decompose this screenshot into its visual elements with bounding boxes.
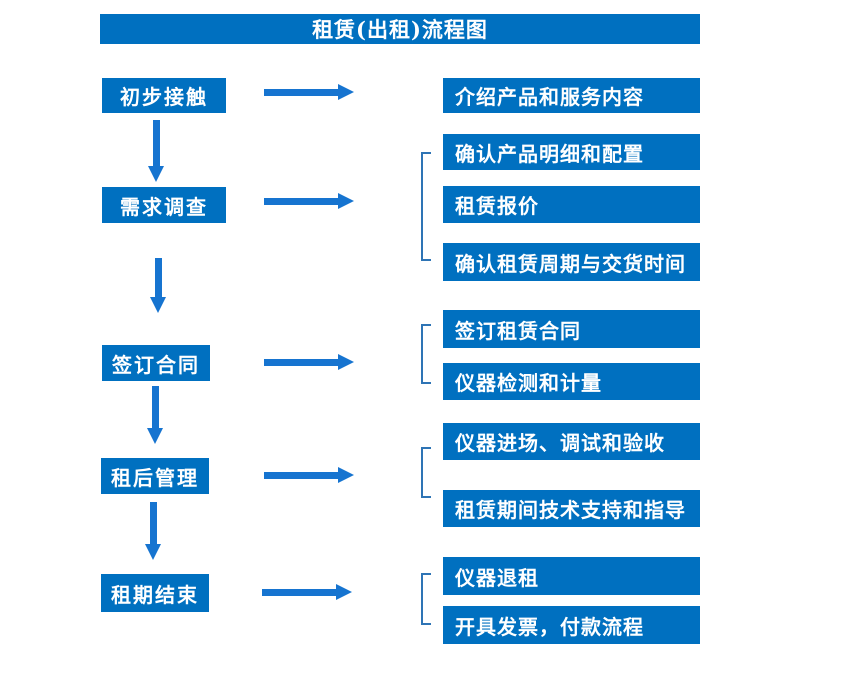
arrow-right-icon: [264, 193, 354, 210]
diagram-title: 租赁(出租)流程图: [312, 17, 488, 42]
arrow-head: [338, 193, 354, 209]
output-box-instrument-inspection: 仪器检测和计量: [443, 363, 700, 400]
stage-box-sign-contract: 签订合同: [102, 345, 210, 381]
arrow-right-icon: [264, 354, 354, 371]
output-label: 确认租赁周期与交货时间: [455, 251, 686, 276]
output-label: 租赁报价: [455, 194, 539, 218]
arrow-shaft: [264, 472, 340, 479]
output-box-confirm-details: 确认产品明细和配置: [443, 134, 700, 170]
arrow-head: [148, 166, 164, 182]
arrow-shaft: [264, 89, 340, 96]
stage-box-demand-survey: 需求调查: [102, 187, 226, 223]
arrow-shaft: [152, 386, 159, 429]
output-label: 租赁期间技术支持和指导: [455, 498, 686, 522]
arrow-down-icon: [148, 120, 165, 182]
stage-box-rental-end: 租期结束: [101, 574, 209, 612]
group-bracket-demand-survey: [421, 152, 431, 261]
stage-label: 租期结束: [111, 582, 199, 607]
output-label: 介绍产品和服务内容: [455, 85, 644, 109]
arrow-down-icon: [145, 502, 162, 560]
arrow-shaft: [264, 359, 340, 366]
output-box-rental-quote: 租赁报价: [443, 186, 700, 223]
arrow-down-icon: [147, 386, 164, 444]
output-box-instrument-return: 仪器退租: [443, 557, 700, 595]
output-box-invoice-payment: 开具发票，付款流程: [443, 606, 700, 644]
group-bracket-sign-contract: [421, 324, 431, 384]
group-bracket-post-rental: [421, 447, 431, 498]
output-box-confirm-period-delivery: 确认租赁周期与交货时间: [443, 243, 700, 281]
stage-label: 租后管理: [111, 465, 199, 490]
output-label: 仪器退租: [455, 565, 539, 590]
arrow-right-icon: [264, 84, 354, 101]
arrow-right-icon: [264, 467, 354, 484]
arrow-shaft: [262, 589, 338, 596]
stage-label: 初步接触: [120, 85, 208, 109]
group-bracket-rental-end: [421, 573, 431, 625]
output-label: 仪器检测和计量: [455, 371, 602, 395]
arrow-shaft: [153, 120, 160, 167]
arrow-head: [338, 467, 354, 483]
arrow-shaft: [155, 258, 162, 298]
output-box-tech-support: 租赁期间技术支持和指导: [443, 490, 700, 527]
stage-label: 需求调查: [120, 194, 208, 219]
arrow-head: [338, 354, 354, 370]
stage-box-post-rental-management: 租后管理: [101, 458, 209, 494]
arrow-head: [147, 428, 163, 444]
output-box-sign-rental-contract: 签订租赁合同: [443, 310, 700, 348]
stage-box-initial-contact: 初步接触: [102, 78, 226, 113]
arrow-head: [145, 544, 161, 560]
output-label: 仪器进场、调试和验收: [455, 431, 665, 455]
stage-label: 签订合同: [112, 352, 200, 377]
output-box-instrument-setup: 仪器进场、调试和验收: [443, 423, 700, 460]
arrow-right-icon: [262, 584, 352, 601]
arrow-shaft: [150, 502, 157, 545]
arrow-shaft: [264, 198, 340, 205]
arrow-down-icon: [150, 258, 167, 313]
output-label: 签订租赁合同: [455, 318, 581, 343]
output-label: 开具发票，付款流程: [455, 614, 644, 639]
arrow-head: [338, 84, 354, 100]
arrow-head: [336, 584, 352, 600]
output-label: 确认产品明细和配置: [455, 141, 644, 166]
output-box-introduce-products: 介绍产品和服务内容: [443, 78, 700, 113]
arrow-head: [150, 297, 166, 313]
diagram-title-bar: 租赁(出租)流程图: [100, 14, 700, 44]
